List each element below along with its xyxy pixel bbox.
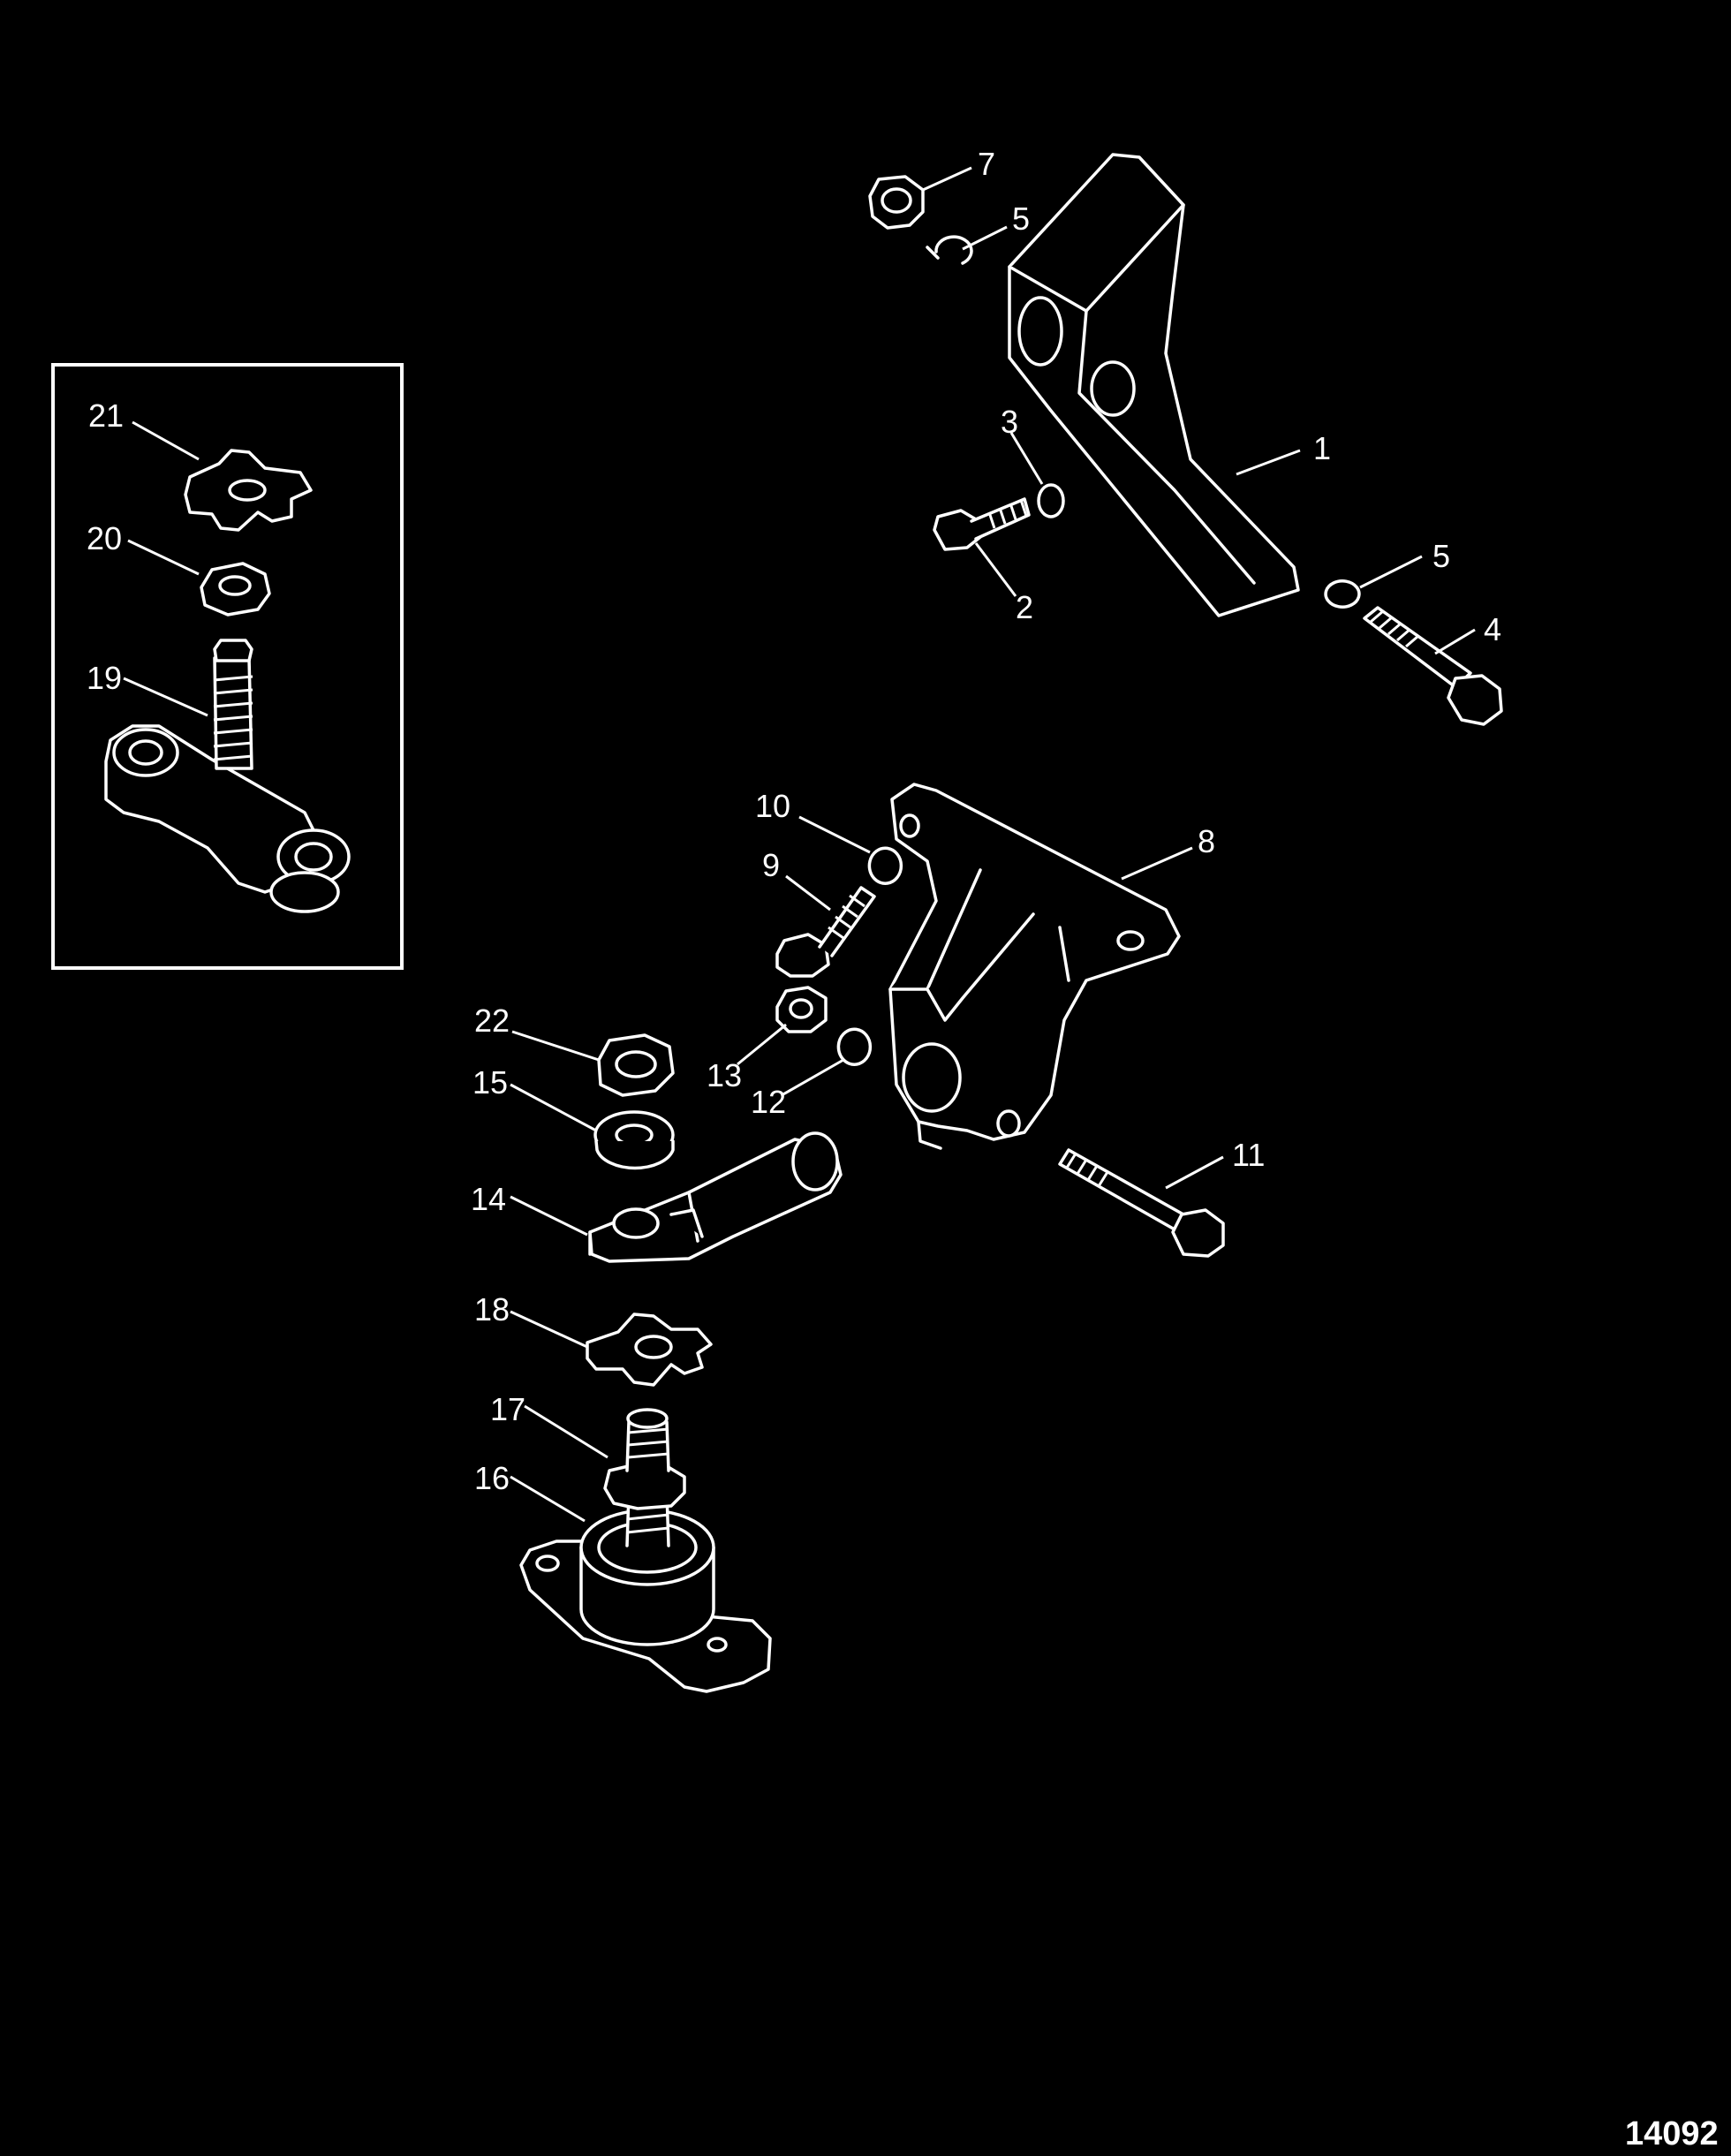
leader-10 bbox=[798, 815, 871, 854]
figure-number: 14092 bbox=[1625, 2115, 1719, 2152]
washer-part-5-upper-gap bbox=[926, 246, 940, 260]
bolt-part-9 bbox=[775, 886, 876, 978]
leader-2 bbox=[974, 542, 1017, 597]
leader-14 bbox=[510, 1195, 588, 1237]
washer-part-12 bbox=[836, 1027, 873, 1066]
leader-5-upper bbox=[962, 225, 1008, 251]
leader-3 bbox=[1009, 432, 1044, 485]
mount-bracket-part-8 bbox=[888, 783, 1181, 1150]
washer-part-5-lower bbox=[1324, 579, 1361, 609]
inset-panel bbox=[51, 363, 404, 970]
leader-12 bbox=[781, 1058, 844, 1097]
washer-part-10 bbox=[867, 846, 903, 885]
engine-mount-stack bbox=[510, 1030, 843, 1693]
callout-8: 8 bbox=[1198, 823, 1215, 859]
leader-21 bbox=[132, 420, 200, 461]
bracket-part-1 bbox=[1008, 153, 1300, 617]
callout-11: 11 bbox=[1232, 1137, 1265, 1173]
callout-18: 18 bbox=[474, 1291, 510, 1328]
nut-part-17 bbox=[603, 1408, 686, 1510]
engine-mount-part-16 bbox=[519, 1491, 772, 1693]
bracket-assembly bbox=[868, 153, 1503, 726]
washer-part-3 bbox=[1037, 483, 1065, 518]
nut-part-13 bbox=[775, 986, 828, 1033]
callout-9: 9 bbox=[762, 847, 780, 883]
callout-4: 4 bbox=[1484, 611, 1501, 647]
leader-22 bbox=[511, 1030, 600, 1062]
tab-washer-part-21 bbox=[184, 449, 313, 532]
callout-20: 20 bbox=[87, 520, 122, 556]
callout-2: 2 bbox=[1016, 589, 1033, 625]
leader-1 bbox=[1236, 449, 1301, 476]
leader-5-lower bbox=[1359, 555, 1423, 589]
callout-17: 17 bbox=[490, 1391, 525, 1427]
nut-part-20 bbox=[200, 562, 271, 617]
callout-14: 14 bbox=[471, 1181, 506, 1217]
washer-part-15 bbox=[593, 1110, 675, 1170]
leader-20 bbox=[127, 539, 200, 576]
leader-9 bbox=[785, 874, 831, 912]
bolt-part-4 bbox=[1363, 606, 1503, 726]
callout-7: 7 bbox=[978, 146, 995, 182]
stud-link-part-14 bbox=[588, 1131, 843, 1263]
callout-1: 1 bbox=[1313, 430, 1331, 466]
leader-7 bbox=[922, 166, 972, 192]
leader-4 bbox=[1434, 628, 1476, 655]
callout-5-lower: 5 bbox=[1432, 538, 1450, 574]
leader-19 bbox=[123, 677, 208, 717]
callout-labels: 1 2 3 4 5 5 7 8 9 10 11 12 13 14 15 16 1… bbox=[87, 146, 1501, 1496]
tab-washer-part-18 bbox=[586, 1313, 713, 1387]
bolt-part-11 bbox=[1058, 1148, 1225, 1258]
leader-15 bbox=[510, 1083, 597, 1132]
callout-12: 12 bbox=[751, 1084, 786, 1120]
callout-21: 21 bbox=[88, 397, 124, 434]
mount-bracket-assembly bbox=[737, 783, 1225, 1258]
leader-13 bbox=[737, 1023, 787, 1066]
callout-15: 15 bbox=[472, 1064, 508, 1101]
nut-part-22 bbox=[597, 1033, 675, 1097]
leader-11 bbox=[1165, 1155, 1224, 1190]
callout-10: 10 bbox=[755, 788, 790, 824]
bolt-part-2 bbox=[933, 497, 1031, 551]
washer-part-5-upper bbox=[934, 235, 973, 265]
nut-part-7 bbox=[868, 175, 925, 230]
callout-3: 3 bbox=[1001, 404, 1018, 440]
callout-16: 16 bbox=[474, 1460, 510, 1496]
callout-22: 22 bbox=[474, 1002, 510, 1039]
leader-8 bbox=[1121, 846, 1193, 881]
callout-13: 13 bbox=[707, 1057, 742, 1093]
leader-17 bbox=[524, 1404, 608, 1459]
leader-18 bbox=[510, 1310, 588, 1349]
callout-19: 19 bbox=[87, 660, 122, 696]
leader-16 bbox=[510, 1475, 586, 1523]
callout-5-upper: 5 bbox=[1012, 200, 1030, 237]
mount-link-part-19 bbox=[104, 639, 351, 913]
